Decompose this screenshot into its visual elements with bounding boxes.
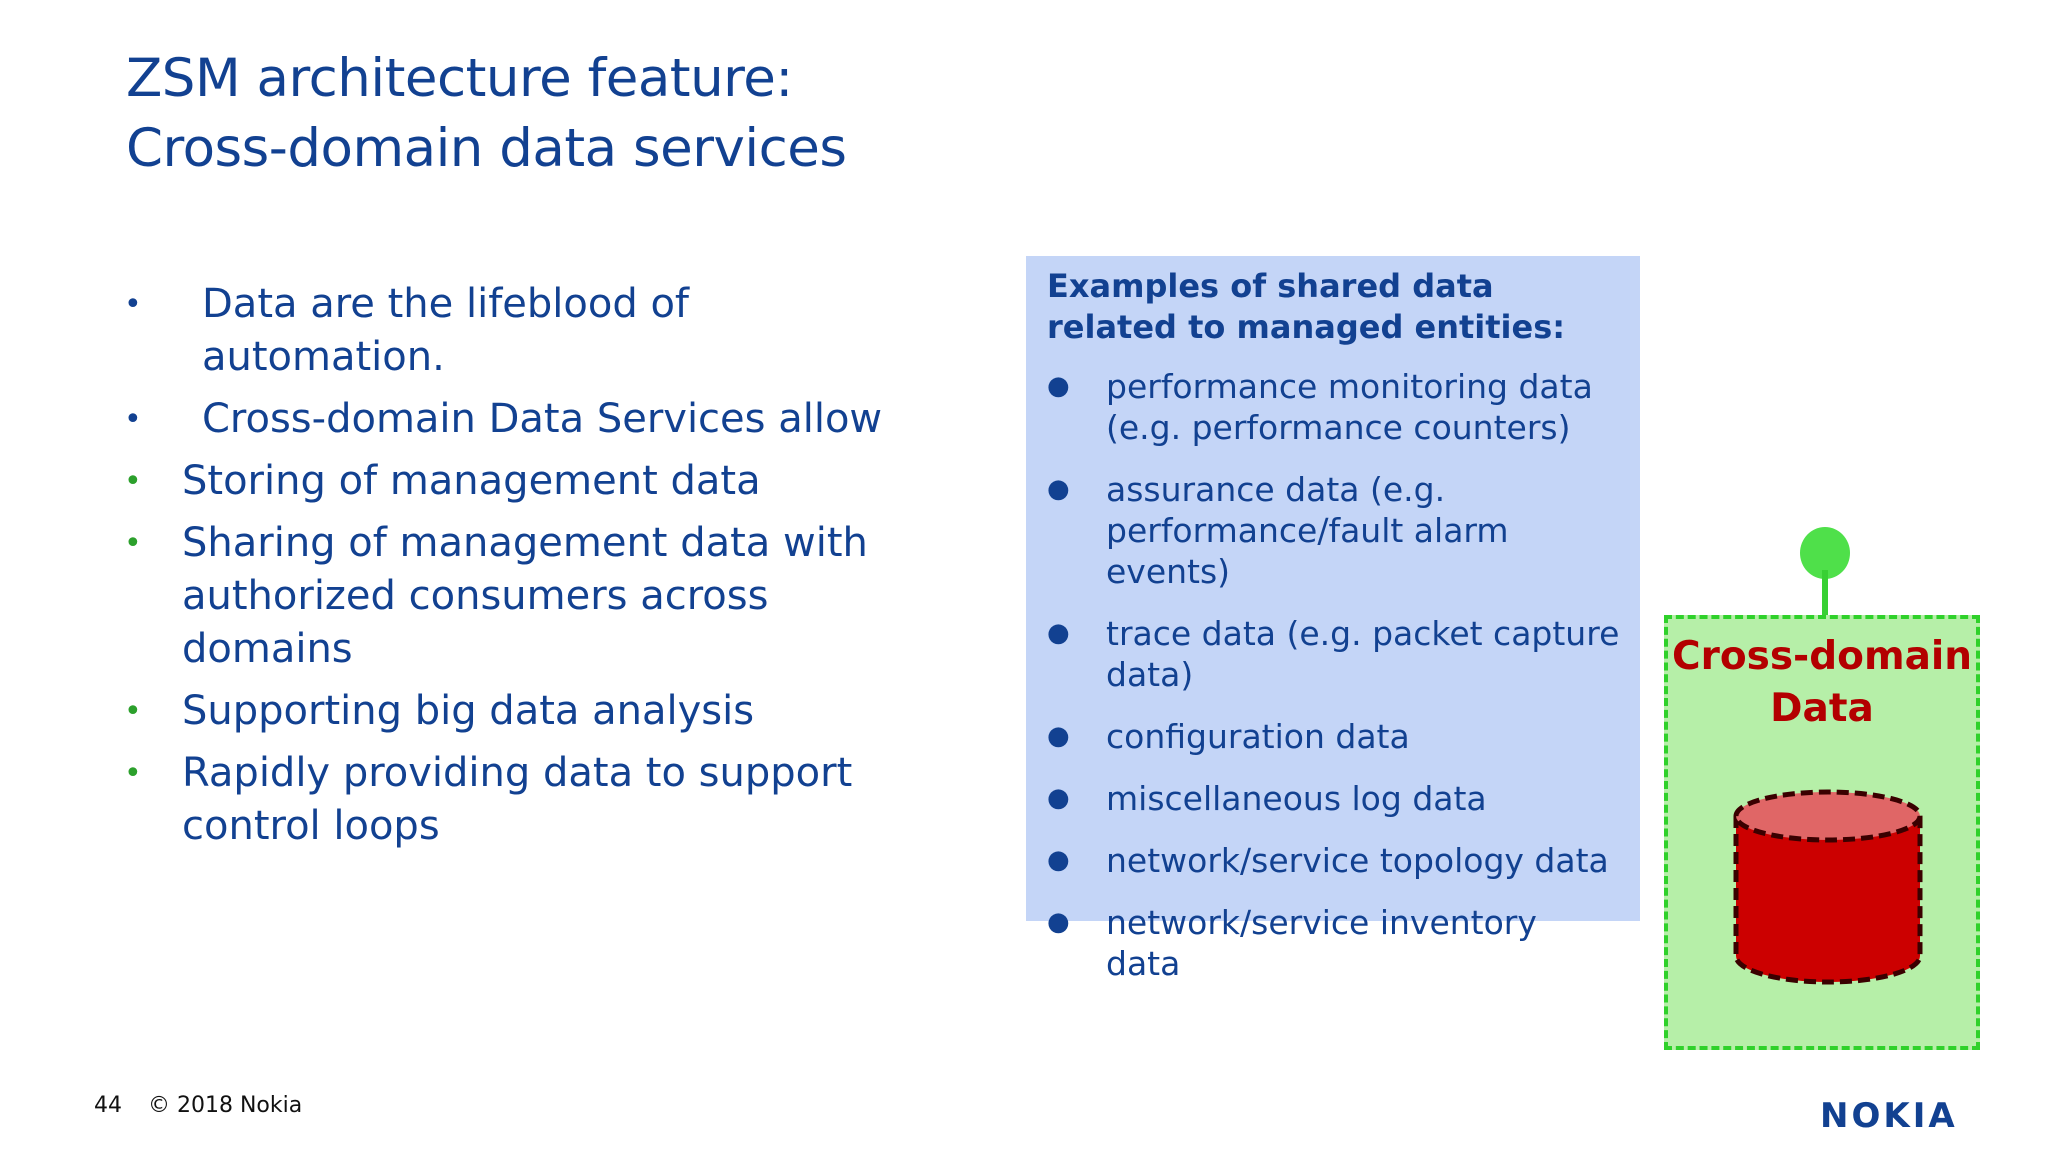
- bullet-text: Supporting big data analysis: [182, 688, 755, 734]
- bullet-text: Sharing of management data with authoriz…: [182, 520, 868, 672]
- sub-bullet-item: • Storing of management data: [120, 455, 940, 508]
- example-item: ● trace data (e.g. packet capture data): [1047, 613, 1620, 695]
- slide-title-line-2: Cross-domain data services: [126, 118, 847, 179]
- bullet-dot-icon: •: [124, 526, 142, 561]
- examples-heading: Examples of shared data related to manag…: [1047, 267, 1566, 346]
- example-text: assurance data (e.g. performance/fault a…: [1106, 470, 1509, 591]
- bullet-text: Cross-domain Data Services allow: [202, 396, 883, 442]
- example-item: ● configuration data: [1047, 716, 1620, 757]
- example-text: performance monitoring data (e.g. perfor…: [1106, 367, 1593, 447]
- bullet-dot-icon: •: [124, 694, 142, 729]
- bullet-dot-icon: ●: [1047, 907, 1070, 937]
- bullet-item: • Data are the lifeblood of automation.: [120, 278, 940, 384]
- bullet-dot-icon: •: [124, 287, 142, 322]
- examples-panel: Examples of shared data related to manag…: [1026, 256, 1640, 983]
- cylinder-top: [1733, 789, 1923, 843]
- example-item: ● assurance data (e.g. performance/fault…: [1047, 469, 1620, 592]
- examples-list: ● performance monitoring data (e.g. perf…: [1047, 366, 1620, 984]
- slide-title: ZSM architecture feature: Cross-domain d…: [126, 44, 1326, 184]
- example-item: ● performance monitoring data (e.g. perf…: [1047, 366, 1620, 448]
- database-cylinder-icon: [1733, 789, 1923, 985]
- example-item: ● miscellaneous log data: [1047, 778, 1620, 819]
- bullet-dot-icon: •: [124, 464, 142, 499]
- bullet-dot-icon: ●: [1047, 474, 1070, 504]
- bullet-text: Rapidly providing data to support contro…: [182, 750, 853, 849]
- bullet-dot-icon: ●: [1047, 845, 1070, 875]
- bullet-text: Data are the lifeblood of automation.: [202, 281, 690, 380]
- example-text: trace data (e.g. packet capture data): [1106, 614, 1620, 694]
- example-text: configuration data: [1106, 717, 1410, 756]
- example-item: ● network/service inventory data: [1047, 902, 1620, 984]
- bullet-dot-icon: ●: [1047, 783, 1070, 813]
- example-text: network/service topology data: [1106, 841, 1609, 880]
- bullet-dot-icon: •: [124, 402, 142, 437]
- example-text: miscellaneous log data: [1106, 779, 1487, 818]
- example-text: network/service inventory data: [1106, 903, 1537, 983]
- interface-stem: [1822, 570, 1828, 617]
- bullet-text: Storing of management data: [182, 458, 761, 504]
- sub-bullet-item: • Supporting big data analysis: [120, 685, 940, 738]
- bullet-dot-icon: ●: [1047, 371, 1070, 401]
- cross-domain-data-label: Cross-domain Data: [1671, 634, 1973, 731]
- bullet-item: • Cross-domain Data Services allow: [120, 393, 940, 446]
- page-number: 44: [94, 1093, 122, 1118]
- slide-title-line-1: ZSM architecture feature:: [126, 48, 793, 109]
- main-bullet-list: • Data are the lifeblood of automation. …: [120, 278, 940, 862]
- sub-bullet-item: • Rapidly providing data to support cont…: [120, 747, 940, 853]
- bullet-dot-icon: ●: [1047, 721, 1070, 751]
- cylinder-body: [1733, 813, 1923, 985]
- copyright-text: © 2018 Nokia: [148, 1093, 303, 1118]
- bullet-dot-icon: ●: [1047, 618, 1070, 648]
- sub-bullet-item: • Sharing of management data with author…: [120, 517, 940, 676]
- bullet-dot-icon: •: [124, 756, 142, 791]
- nokia-logo: NOKIA: [1820, 1096, 1958, 1136]
- example-item: ● network/service topology data: [1047, 840, 1620, 881]
